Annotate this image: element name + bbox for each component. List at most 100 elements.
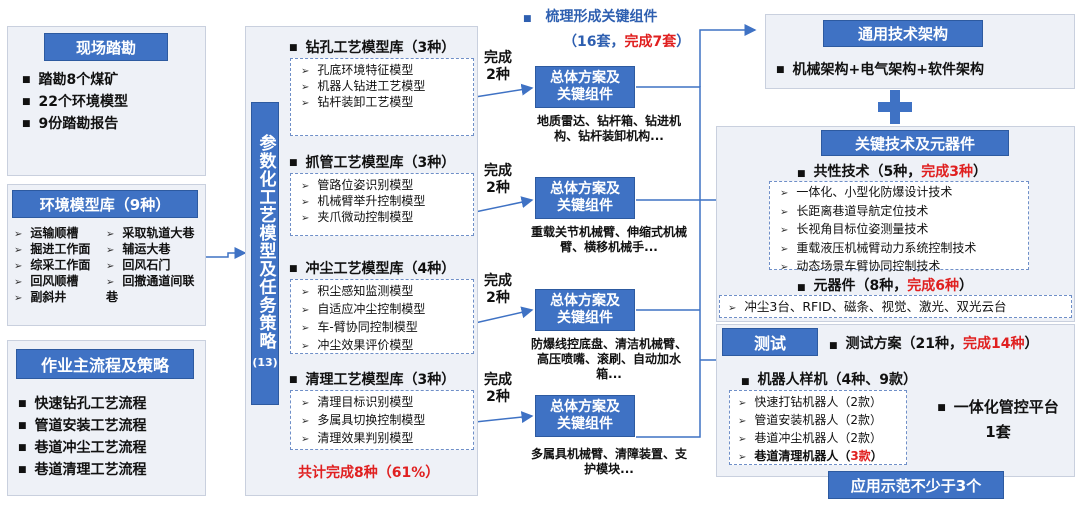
component-item: 冲尘3台、RFID、磁条、视觉、激光、双光云台: [728, 298, 1071, 317]
survey-list: 踏勘8个煤矿 22个环境模型 9份踏勘报告: [22, 69, 128, 135]
env-model-title: 环境模型库（9种）: [12, 190, 198, 218]
plan-box-line2: 关键组件: [557, 416, 613, 432]
lib-item: 自适应冲尘控制模型: [301, 301, 473, 319]
components-header: ■梳理形成关键组件 （16套，完成7套）: [523, 9, 691, 50]
done-label-line: 完成: [484, 163, 512, 179]
vertical-strategy-label: 参数化工艺模型及任务策略 (13): [251, 102, 279, 405]
env-right-list: 采取轨道大巷 辅运大巷 回风石门 回撤通道间联巷: [106, 226, 204, 305]
lib-title: 钻孔工艺模型库（3种）: [289, 37, 456, 57]
lib-box: 清理目标识别模型 多属具切换控制模型 清理效果判别模型: [290, 390, 474, 450]
general-arch-title: 通用技术架构: [823, 20, 983, 47]
env-item: 回撤通道间联巷: [106, 274, 204, 305]
plan-box-line2: 关键组件: [557, 87, 613, 103]
plan-box: 总体方案及关键组件: [535, 395, 635, 437]
common-tech-heading: ■共性技术（5种，完成3种）: [797, 164, 988, 180]
component-post: ）: [959, 278, 974, 294]
arrow-col1-to-col2: [205, 247, 247, 259]
plan-box-line1: 总体方案及: [550, 293, 620, 309]
env-model-panel: 环境模型库（9种） 运输顺槽 掘进工作面 综采工作面 回风顺槽 副斜井 采取轨道…: [7, 184, 206, 326]
env-item: 综采工作面: [14, 258, 106, 274]
robot-item: 管道安装机器人（2款）: [738, 412, 906, 430]
plan-box: 总体方案及关键组件: [535, 66, 635, 108]
test-panel: 测试 ■测试方案（21种，完成14种） ■机器人样机（4种、9款） 快速打钻机器…: [716, 324, 1075, 477]
general-arch-panel: 通用技术架构 机械架构+电气架构+软件架构: [765, 14, 1075, 89]
lib-item: 机器人钻进工艺模型: [301, 79, 473, 95]
robot-last-pre: 巷道清理机器人（: [754, 449, 851, 463]
arrow-bracket-top-to-general: [699, 24, 757, 87]
env-item: 回风石门: [106, 258, 204, 274]
lib-item: 管路位姿识别模型: [301, 178, 473, 194]
common-tech-item: 重载液压机械臂动力系统控制技术: [780, 240, 1028, 259]
robot-last-post: ）: [870, 449, 883, 463]
component-desc: 多属具机械臂、清障装置、支护模块...: [530, 447, 687, 476]
common-tech-pre: 共性技术（5种，: [813, 164, 922, 180]
bracket-right: [636, 86, 701, 438]
key-tech-panel: 关键技术及元器件 ■共性技术（5种，完成3种） 一体化、小型化防爆设计技术 长距…: [716, 126, 1075, 322]
done-label-count: 2种: [486, 67, 510, 83]
common-tech-done: 完成3种: [921, 164, 974, 180]
env-left-list: 运输顺槽 掘进工作面 综采工作面 回风顺槽 副斜井: [14, 226, 106, 306]
component-heading: ■元器件（8种，完成6种）: [797, 278, 974, 294]
env-item: 采取轨道大巷: [106, 226, 204, 242]
test-label: 测试: [722, 328, 818, 356]
common-tech-item: 一体化、小型化防爆设计技术: [780, 184, 1028, 203]
plan-box-line1: 总体方案及: [550, 399, 620, 415]
component-pre: 元器件（8种，: [813, 278, 908, 294]
done-label-count: 2种: [486, 180, 510, 196]
done-label-count: 2种: [486, 389, 510, 405]
summary-prefix: 共计完成8种: [298, 465, 378, 481]
env-item: 副斜井: [14, 290, 106, 306]
survey-panel: 现场踏勘 踏勘8个煤矿 22个环境模型 9份踏勘报告: [7, 26, 206, 176]
platform-line2: 1套: [985, 422, 1011, 441]
lib-title: 清理工艺模型库（3种）: [289, 369, 456, 389]
robot-last-count: 3款: [850, 449, 871, 463]
robot-box: 快速打钻机器人（2款） 管道安装机器人（2款） 巷道冲尘机器人（2款） 巷道清理…: [729, 390, 907, 465]
component-desc: 重载关节机械臂、伸缩式机械臂、横移机械手...: [530, 225, 687, 254]
common-tech-item: 长距离巷道导航定位技术: [780, 203, 1028, 222]
key-tech-title: 关键技术及元器件: [821, 130, 1009, 156]
flow-item: 巷道冲尘工艺流程: [18, 437, 147, 459]
components-header-done: 完成7套: [624, 34, 677, 50]
lib-title: 抓管工艺模型库（3种）: [289, 152, 456, 172]
arrow-lib4-to-plan4: [474, 411, 534, 424]
components-header-title: 梳理形成关键组件: [545, 9, 658, 25]
test-plan-done: 完成14种: [963, 336, 1025, 352]
env-item: 掘进工作面: [14, 242, 106, 258]
vertical-strategy-count: (13): [252, 356, 278, 369]
components-header-sub: （16套，: [563, 34, 625, 50]
done-label-count: 2种: [486, 290, 510, 306]
lib-item: 积尘感知监测模型: [301, 283, 473, 301]
lib-item: 清理目标识别模型: [301, 394, 473, 412]
test-plan-pre: 测试方案（21种，: [845, 336, 963, 352]
summary-pct: （61%）: [377, 465, 440, 481]
lib-item: 孔底环境特征模型: [301, 63, 473, 79]
plan-box-line1: 总体方案及: [550, 70, 620, 86]
lib-item: 车-臂协同控制模型: [301, 319, 473, 337]
survey-item: 踏勘8个煤矿: [22, 69, 128, 91]
component-box: 冲尘3台、RFID、磁条、视觉、激光、双光云台: [719, 295, 1072, 318]
lib-item: 钻杆装卸工艺模型: [301, 95, 473, 111]
lib-box: 管路位姿识别模型 机械臂举升控制模型 夹爪微动控制模型: [290, 173, 474, 236]
plan-box: 总体方案及关键组件: [535, 177, 635, 219]
plan-box-line2: 关键组件: [557, 310, 613, 326]
robot-heading: ■机器人样机（4种、9款）: [741, 372, 917, 388]
component-desc: 地质雷达、钻杆箱、钻进机构、钻杆装卸机构...: [536, 114, 681, 143]
lib-box: 孔底环境特征模型 机器人钻进工艺模型 钻杆装卸工艺模型: [290, 58, 474, 136]
flow-title: 作业主流程及策略: [16, 349, 194, 379]
env-item: 辅运大巷: [106, 242, 204, 258]
summary-text: 共计完成8种（61%）: [298, 462, 439, 482]
survey-item: 9份踏勘报告: [22, 113, 128, 135]
robot-item: 巷道冲尘机器人（2款）: [738, 430, 906, 448]
lib-title: 冲尘工艺模型库（4种）: [289, 258, 456, 278]
robot-item: 巷道清理机器人（3款）: [738, 448, 906, 466]
common-tech-box: 一体化、小型化防爆设计技术 长距离巷道导航定位技术 长视角目标位姿测量技术 重载…: [769, 181, 1029, 273]
lib-item: 机械臂举升控制模型: [301, 194, 473, 210]
done-label-line: 完成: [484, 273, 512, 289]
test-plan-heading: ■测试方案（21种，完成14种）: [829, 336, 1039, 352]
common-tech-post: ）: [973, 164, 988, 180]
common-tech-item: 长视角目标位姿测量技术: [780, 221, 1028, 240]
done-label-line: 完成: [484, 372, 512, 388]
